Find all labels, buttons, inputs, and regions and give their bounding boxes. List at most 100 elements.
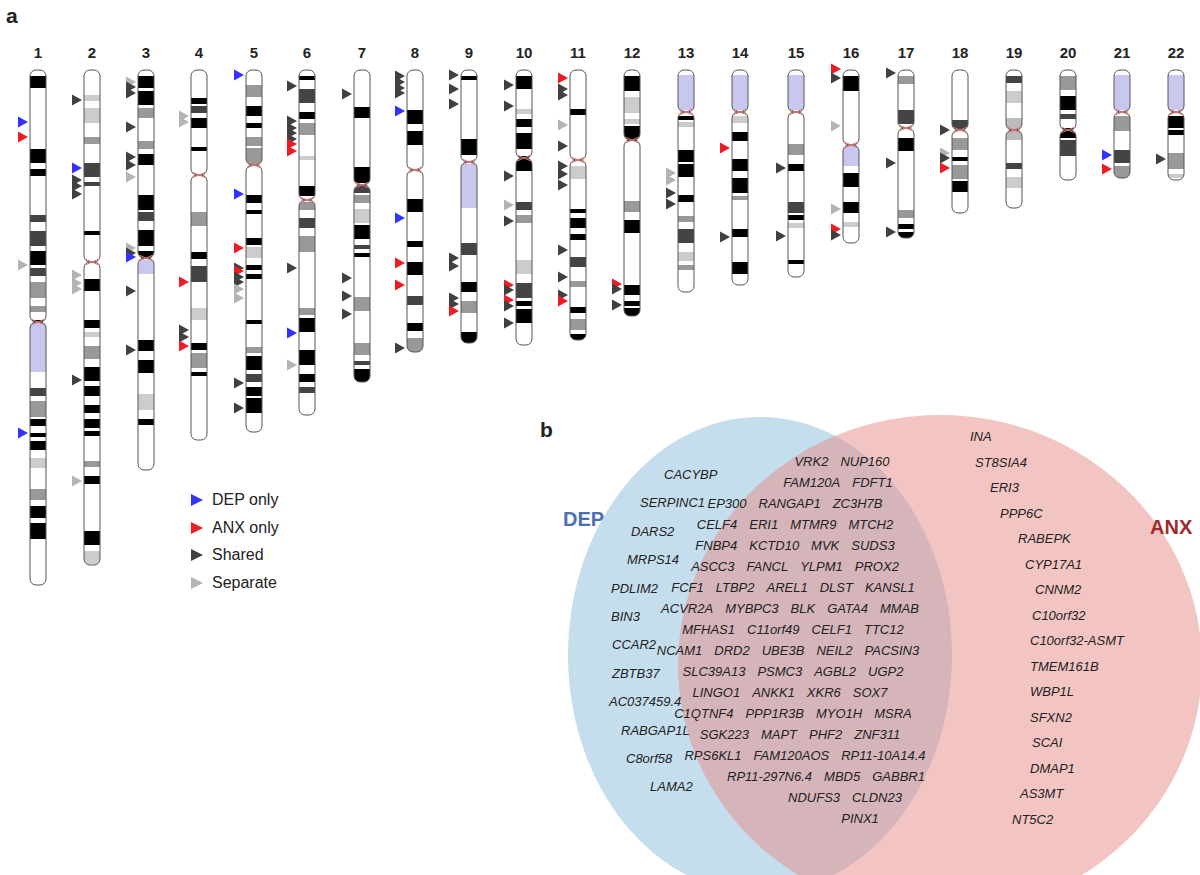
locus-arrow bbox=[504, 216, 514, 227]
locus-arrow bbox=[666, 175, 676, 186]
chromosome-outline bbox=[732, 112, 748, 285]
chromosome-number: 14 bbox=[720, 44, 760, 61]
locus-arrow bbox=[287, 360, 297, 371]
band bbox=[461, 243, 477, 255]
band bbox=[84, 551, 100, 564]
band bbox=[952, 165, 968, 179]
band bbox=[84, 182, 100, 186]
band bbox=[84, 476, 100, 484]
locus-arrow bbox=[179, 277, 189, 288]
band bbox=[843, 76, 859, 91]
locus-arrow bbox=[831, 121, 841, 132]
chromosome-body bbox=[191, 70, 207, 440]
gene-name: SLC39A13 bbox=[682, 664, 745, 680]
locus-arrow bbox=[287, 81, 297, 92]
band bbox=[570, 307, 586, 313]
band bbox=[461, 282, 477, 292]
centromere bbox=[789, 109, 803, 115]
band bbox=[516, 215, 532, 223]
gene-name: RPS6KL1 bbox=[684, 748, 741, 764]
locus-arrow bbox=[940, 153, 950, 164]
chromosome-outline bbox=[952, 70, 968, 130]
chromosome-bands bbox=[1006, 70, 1022, 208]
band bbox=[84, 163, 100, 177]
gene-name: AS3MT bbox=[1020, 786, 1063, 802]
locus-arrow bbox=[666, 188, 676, 199]
locus-arrow bbox=[342, 291, 352, 302]
band bbox=[354, 167, 370, 183]
band bbox=[1114, 116, 1130, 131]
band bbox=[354, 361, 370, 365]
gene-name: MAPT bbox=[761, 727, 797, 743]
gene-name: C11orf49 bbox=[747, 622, 800, 638]
chromosome-number: 13 bbox=[666, 44, 706, 61]
locus-arrow bbox=[504, 80, 514, 91]
locus-arrow bbox=[72, 284, 82, 295]
band bbox=[354, 369, 370, 382]
band bbox=[570, 281, 586, 287]
gene-name: AC037459.4 bbox=[609, 694, 681, 710]
legend-triangle bbox=[191, 549, 203, 561]
gene-name: LAMA2 bbox=[650, 779, 693, 795]
locus-arrow bbox=[18, 428, 28, 439]
band bbox=[191, 118, 207, 128]
gene-name: MFHAS1 bbox=[682, 622, 735, 638]
band bbox=[191, 106, 207, 113]
band bbox=[138, 360, 154, 373]
chromosome-outline bbox=[84, 262, 100, 565]
chromosome-bands bbox=[84, 70, 100, 565]
gene-name: PPP1R3B bbox=[745, 706, 804, 722]
chromosome-body bbox=[788, 70, 804, 277]
chromosome-outline bbox=[299, 70, 315, 200]
gene-name: CYP17A1 bbox=[1025, 557, 1082, 573]
gene-name: PACSIN3 bbox=[865, 643, 920, 659]
gene-name: ZC3H7B bbox=[833, 496, 883, 512]
band bbox=[30, 523, 46, 539]
locus-arrow bbox=[558, 169, 568, 180]
gene-name: DRD2 bbox=[714, 643, 749, 659]
chromosome-outline bbox=[461, 162, 477, 343]
panel-label: b bbox=[540, 418, 553, 442]
band bbox=[678, 164, 694, 177]
band bbox=[299, 123, 315, 135]
locus-arrow bbox=[1156, 154, 1166, 165]
gene-name: BIN3 bbox=[611, 609, 640, 625]
gene-row: ASCC3FANCLYLPM1PROX2 bbox=[691, 557, 899, 575]
locus-arrow bbox=[179, 332, 189, 343]
locus-arrow bbox=[342, 309, 352, 320]
locus-arrow bbox=[234, 189, 244, 200]
locus-arrow bbox=[126, 172, 136, 183]
band bbox=[84, 419, 100, 428]
gene-name: UBE3B bbox=[762, 643, 805, 659]
gene-name: UGP2 bbox=[868, 664, 903, 680]
gene-name: CACYBP bbox=[664, 467, 717, 483]
band bbox=[624, 220, 640, 233]
band bbox=[84, 320, 100, 328]
band bbox=[678, 252, 694, 261]
chromosome-outline bbox=[516, 70, 532, 158]
locus-arrow bbox=[126, 88, 136, 99]
gene-name: RP11-10A14.4 bbox=[841, 748, 925, 764]
band bbox=[354, 297, 370, 311]
locus-arrow bbox=[287, 328, 297, 339]
chromosome-bands bbox=[678, 70, 694, 292]
stalk-region bbox=[732, 74, 748, 110]
chromosome-bands bbox=[843, 70, 859, 243]
chromosome-number: 12 bbox=[612, 44, 652, 61]
chromosome-outline bbox=[788, 112, 804, 277]
chromosome-number: 10 bbox=[504, 44, 544, 61]
gene-name: MMAB bbox=[880, 601, 919, 617]
band bbox=[246, 85, 262, 97]
locus-arrow bbox=[234, 403, 244, 414]
chromosome-outline bbox=[191, 175, 207, 440]
band bbox=[624, 76, 640, 91]
locus-arrow bbox=[558, 245, 568, 256]
band bbox=[461, 76, 477, 80]
gene-name: FDFT1 bbox=[852, 475, 892, 491]
locus-arrow bbox=[666, 199, 676, 210]
gene-name: MRPS14 bbox=[627, 552, 679, 568]
band bbox=[299, 76, 315, 80]
band bbox=[30, 76, 46, 88]
chromosome-outline bbox=[678, 112, 694, 292]
gene-row: CELF4ERI1MTMR9MTCH2 bbox=[697, 515, 893, 533]
